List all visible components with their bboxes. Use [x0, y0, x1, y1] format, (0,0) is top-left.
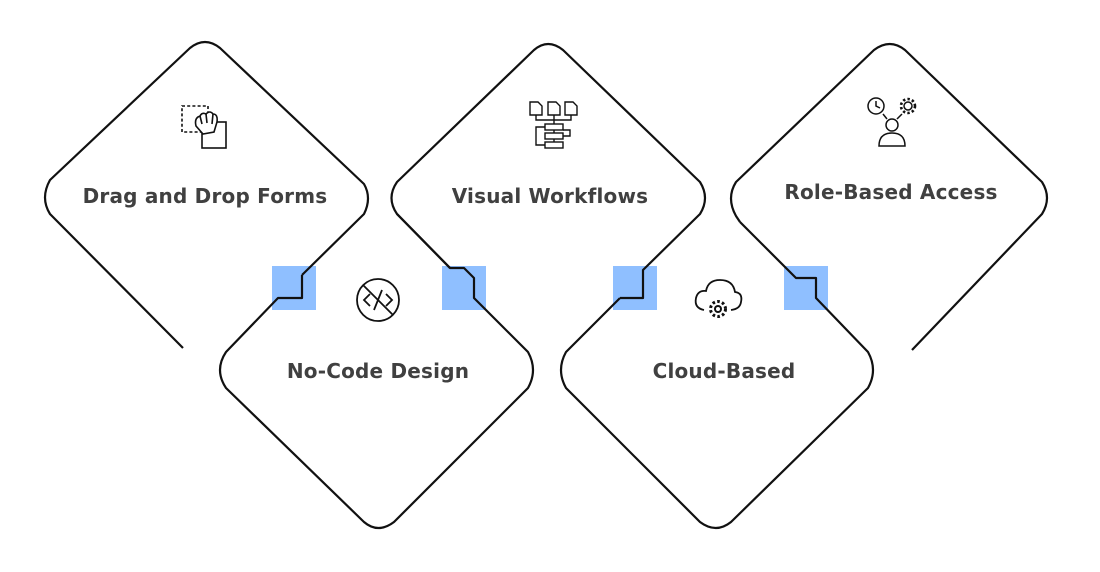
diamond-drag-drop	[43, 40, 370, 349]
diamond-role-access	[729, 42, 1049, 351]
label-cloud-based: Cloud-Based	[652, 359, 796, 383]
no-code-icon	[356, 278, 400, 322]
label-drag-drop-forms: Drag and Drop Forms	[82, 184, 328, 208]
diamond-cloud-based	[559, 221, 875, 530]
accent-square-1	[272, 266, 316, 310]
diamond-no-code-outline	[218, 213, 535, 530]
label-role-based-access: Role-Based Access	[784, 180, 998, 204]
label-no-code-design: No-Code Design	[286, 359, 470, 383]
role-access-icon	[867, 97, 917, 147]
accent-squares	[272, 266, 828, 310]
accent-square-3	[613, 266, 657, 310]
workflow-icon	[529, 101, 578, 149]
drag-drop-icon	[181, 105, 227, 149]
label-visual-workflows: Visual Workflows	[451, 184, 649, 208]
diamond-visual-workflows	[390, 42, 707, 300]
cloud-gear-icon	[694, 279, 743, 318]
